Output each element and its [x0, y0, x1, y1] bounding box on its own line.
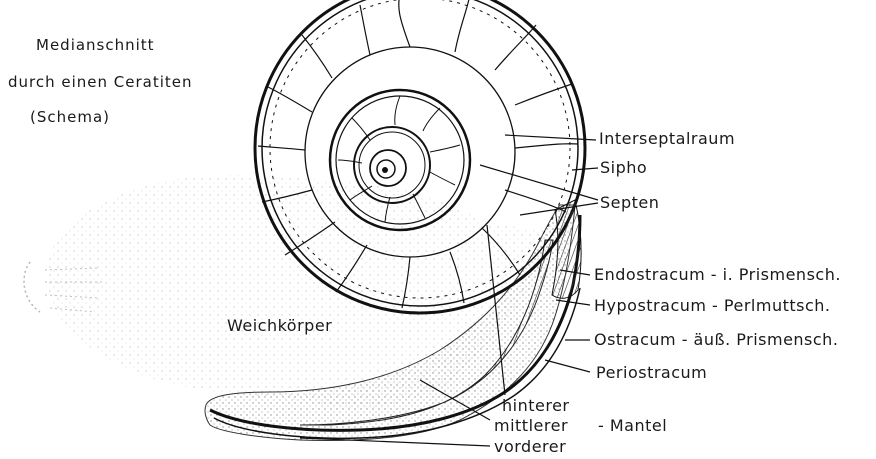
- title-line-3: (Schema): [30, 110, 110, 125]
- label-vorderer: vorderer: [494, 439, 566, 455]
- label-sipho: Sipho: [600, 160, 647, 176]
- label-septen: Septen: [600, 195, 659, 211]
- label-ostracum: Ostracum - äuß. Prismensch.: [594, 332, 838, 348]
- title-line-2: durch einen Ceratiten: [8, 75, 193, 90]
- label-mittlerer: mittlerer: [494, 418, 568, 434]
- label-hinterer: hinterer: [502, 398, 570, 414]
- label-periostracum: Periostracum: [596, 365, 707, 381]
- label-endostracum: Endostracum - i. Prismensch.: [594, 267, 841, 283]
- title-line-1: Medianschnitt: [36, 38, 155, 53]
- label-hypostracum: Hypostracum - Perlmuttsch.: [594, 298, 830, 314]
- label-weichkoerper: Weichkörper: [227, 318, 332, 334]
- label-interseptalraum: Interseptalraum: [599, 131, 735, 147]
- label-mantel: - Mantel: [598, 418, 667, 434]
